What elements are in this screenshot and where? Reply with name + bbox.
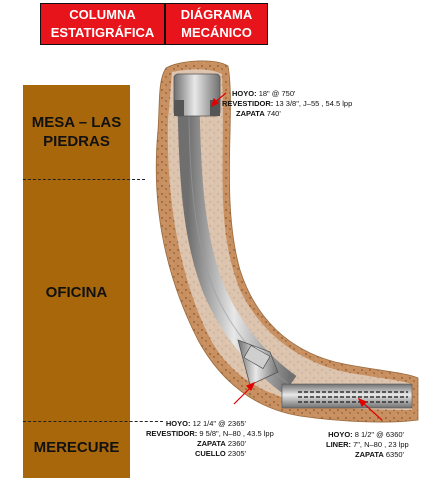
liner-annotation: HOYO: 8 1/2" @ 6360' LINER: 7", N–80 , 2… <box>326 430 409 460</box>
formation-boundary-line <box>23 421 163 422</box>
liner-slots <box>298 391 408 403</box>
hoyo-value: 12 1/4" @ 2365' <box>192 419 246 428</box>
formation-label: OFICINA <box>45 284 108 301</box>
surface-casing-shoe <box>210 100 220 116</box>
surface-casing-annotation: HOYO: 18" @ 750' REVESTIDOR: 13 3/8", J–… <box>222 89 352 119</box>
intermediate-casing-annotation: HOYO: 12 1/4" @ 2365' REVESTIDOR: 9 5/8"… <box>146 419 274 459</box>
column-header-mechanical: DIÁGRAMA MECÁNICO <box>165 3 268 45</box>
surface-casing <box>173 73 221 117</box>
surface-casing-shoe <box>174 100 184 116</box>
column-header-line2: ESTATIGRÁFICA <box>50 25 155 40</box>
hoyo-label: HOYO: <box>328 430 353 439</box>
zapata-label: ZAPATA <box>355 450 384 459</box>
hoyo-label: HOYO: <box>165 419 191 428</box>
formation-merecure: MERECURE <box>23 438 130 457</box>
zapata-value: 740' <box>266 109 281 118</box>
hoyo-value: 8 1/2" @ 6360' <box>354 430 404 439</box>
revestidor-label: REVESTIDOR: <box>146 429 198 438</box>
hoyo-value: 18" @ 750' <box>258 89 296 98</box>
revestidor-value: 13 3/8", J–55 , 54.5 lpp <box>275 99 353 108</box>
liner-label: LINER: <box>326 440 351 449</box>
formation-oficina: OFICINA <box>23 283 130 302</box>
column-header-stratigraphic: COLUMNA ESTATIGRÁFICA <box>40 3 165 45</box>
revestidor-value: 9 5/8", N–80 , 43.5 lpp <box>199 429 274 438</box>
float-collar <box>243 345 271 369</box>
diagram-header-line2: MECÁNICO <box>181 25 252 40</box>
pointer-arrows <box>211 92 383 421</box>
column-header-line1: COLUMNA <box>69 7 136 22</box>
hoyo-label: HOYO: <box>232 89 257 98</box>
liner-value: 7", N–80 , 23 lpp <box>353 440 409 449</box>
formation-label-line2: PIEDRAS <box>43 133 110 150</box>
formation-mesa-las-piedras: MESA – LAS PIEDRAS <box>23 113 130 151</box>
zapata-value: 2360' <box>227 439 246 448</box>
formation-boundary-line <box>23 179 145 180</box>
cuello-value: 2305' <box>227 449 246 458</box>
zapata-label: ZAPATA <box>236 109 265 118</box>
zapata-label: ZAPATA <box>197 439 226 448</box>
formation-label: MERECURE <box>33 439 120 456</box>
cuello-label: CUELLO <box>194 449 226 458</box>
diagram-header-line1: DIÁGRAMA <box>180 7 253 22</box>
formation-label-line1: MESA – LAS <box>31 114 122 131</box>
revestidor-label: REVESTIDOR: <box>222 99 274 108</box>
zapata-value: 6350' <box>385 450 404 459</box>
liner <box>281 383 413 409</box>
stratigraphic-column <box>23 85 130 478</box>
